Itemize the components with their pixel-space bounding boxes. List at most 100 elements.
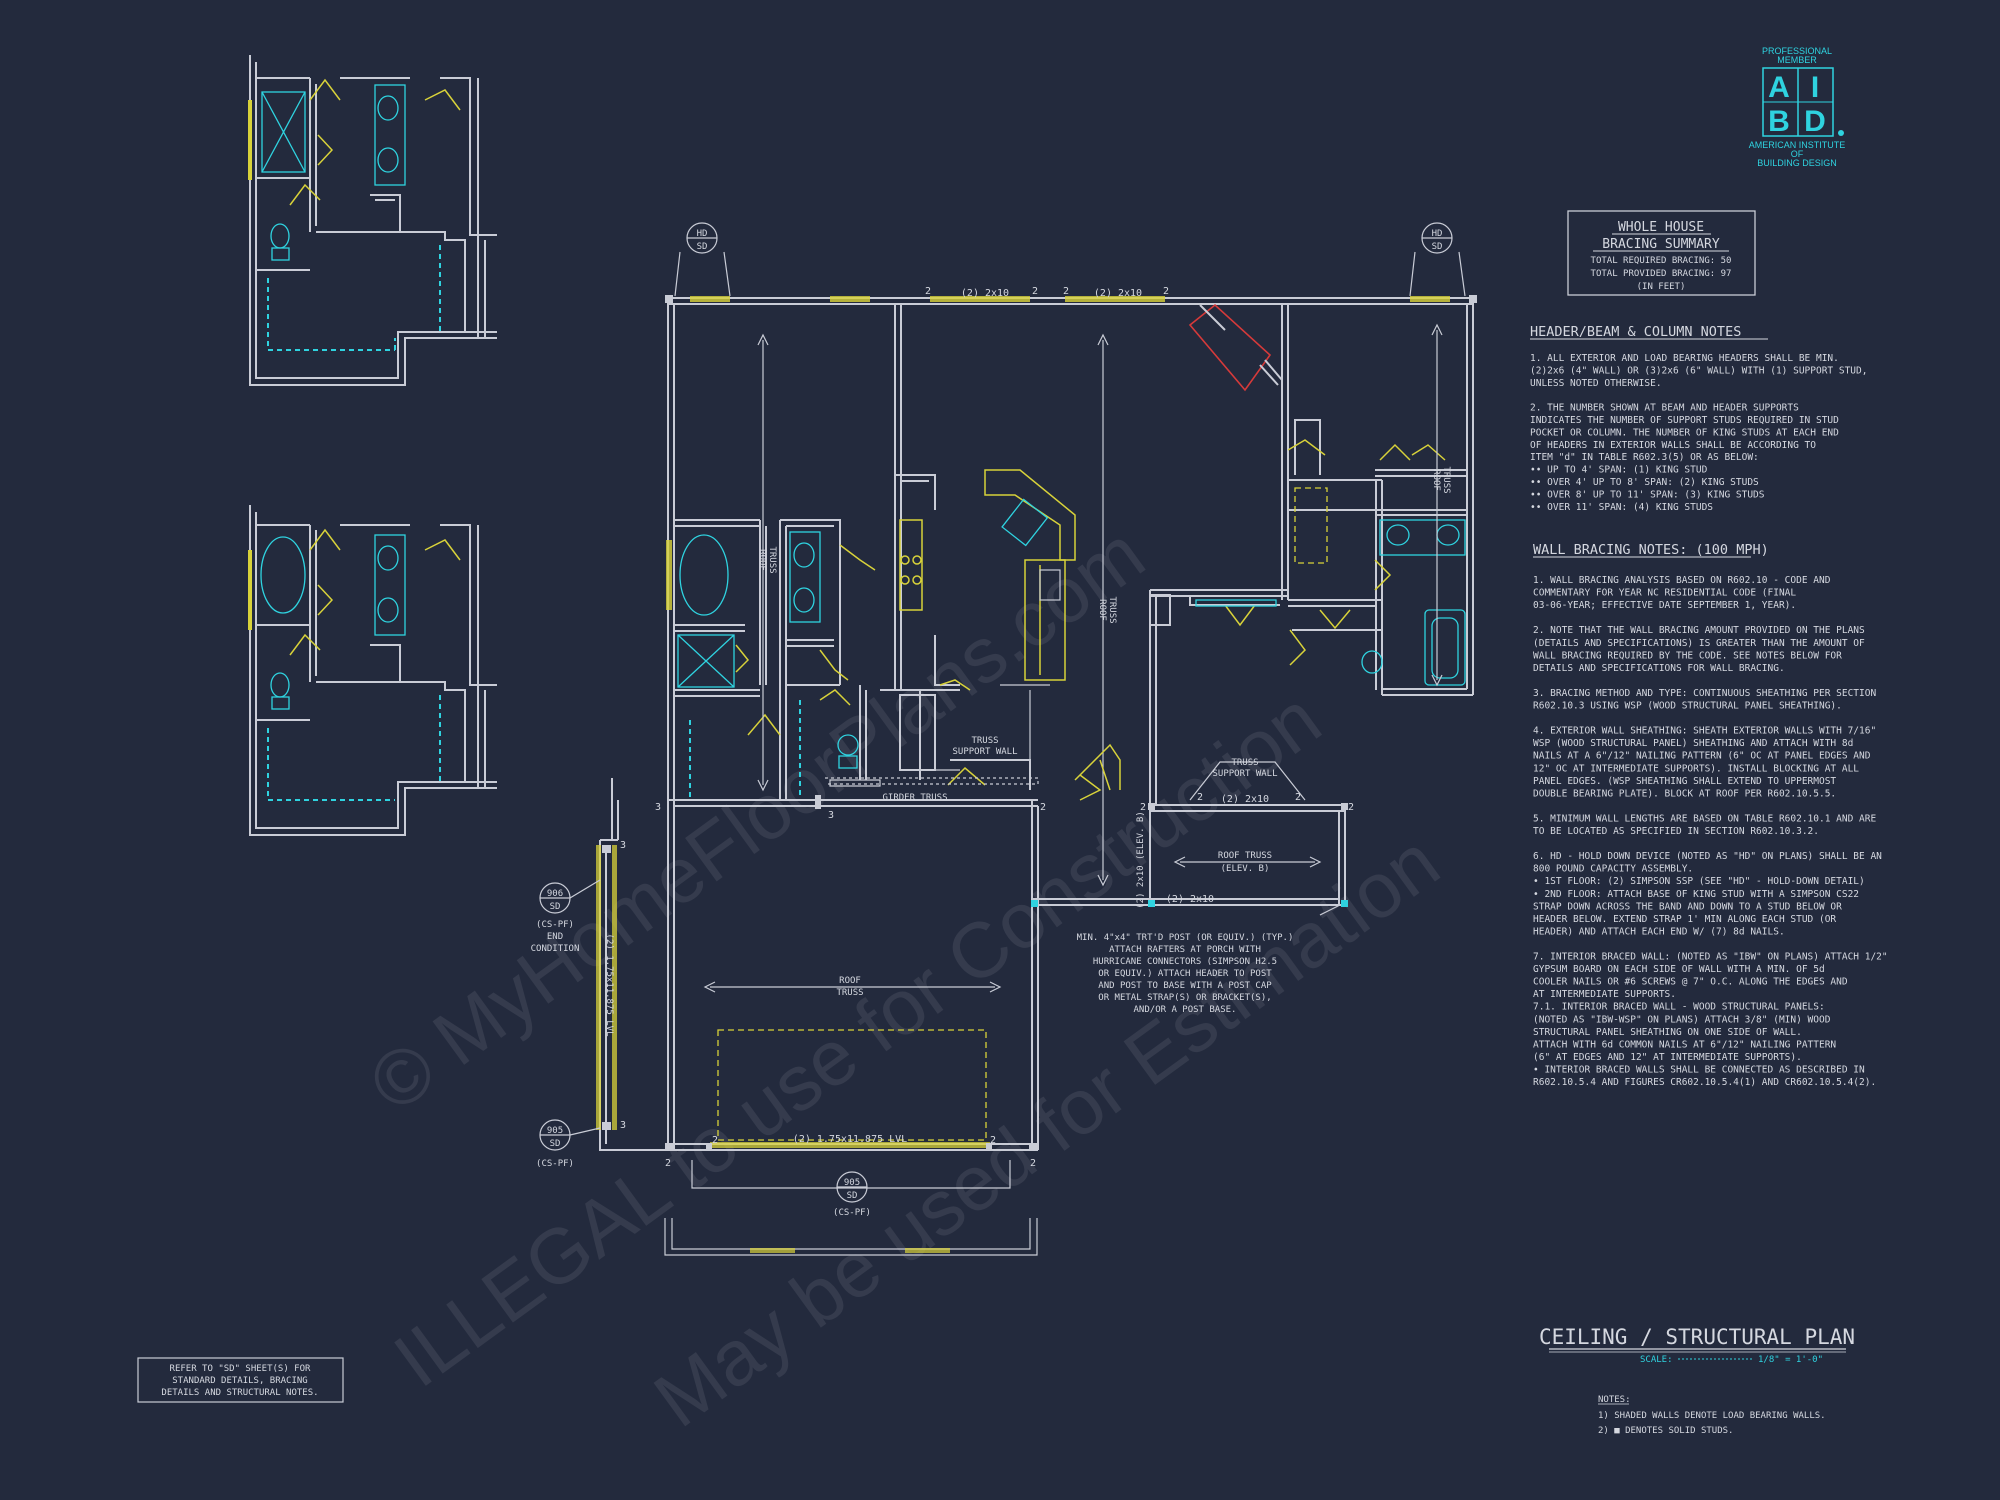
truss-support-label2: SUPPORT WALL: [952, 747, 1017, 757]
wall-note-line: (NOTED AS "IBW-WSP" ON PLANS) ATTACH 3/8…: [1533, 1014, 1831, 1025]
wall-note-line: WALL BRACING REQUIRED BY THE CODE. SEE N…: [1533, 650, 1842, 661]
wall-note-line: 2. NOTE THAT THE WALL BRACING AMOUNT PRO…: [1533, 625, 1865, 636]
left-lvl-label: (2) 1.75x11.875 LVL: [604, 934, 614, 1037]
wall-note-line: • 1ST FLOOR: (2) SIMPSON SSP (SEE "HD" -…: [1533, 876, 1865, 887]
detail-905-left: 905: [547, 1126, 563, 1136]
refer-line-1: REFER TO "SD" SHEET(S) FOR: [170, 1364, 311, 1374]
header-note-line: •• OVER 11' SPAN: (4) KING STUDS: [1530, 502, 1713, 513]
hd-label-left: HD: [697, 229, 708, 239]
wall-note-line: 800 POUND CAPACITY ASSEMBLY.: [1533, 864, 1693, 875]
roof-truss-label-v1b: TRUSS: [767, 546, 777, 573]
detail-905-left-sd: SD: [550, 1139, 561, 1149]
scale-value: 1/8" = 1'-0": [1758, 1355, 1823, 1365]
porch-note-3: HURRICANE CONNECTORS (SIMPSON H2.5: [1093, 957, 1277, 967]
wall-note-line: COOLER NAILS OR #6 SCREWS @ 7" O.C. ALON…: [1533, 977, 1848, 988]
stud-count: 2: [990, 1135, 996, 1146]
garage-roof: ROOF: [839, 976, 861, 986]
logo-letter-a: A: [1768, 71, 1790, 104]
header-beam-notes: HEADER/BEAM & COLUMN NOTES 1. ALL EXTERI…: [1530, 324, 1867, 513]
roof-truss-label-v3b: TRUSS: [1441, 466, 1451, 493]
detail-905-left-cspf: (CS-PF): [536, 1159, 574, 1169]
stud-count: 3: [828, 810, 834, 821]
bath-option-plan-a: [248, 55, 497, 386]
detail-906-condition: CONDITION: [531, 944, 580, 954]
stud-count: 2: [712, 1135, 718, 1146]
sheet-notes: NOTES: 1) SHADED WALLS DENOTE LOAD BEARI…: [1598, 1395, 1826, 1436]
porch-header-vert: (2) 2x10 (ELEV. B): [1136, 811, 1146, 909]
sd-label-left: SD: [697, 242, 708, 252]
truss-support-label: TRUSS: [971, 736, 998, 746]
wall-note-line: 5. MINIMUM WALL LENGTHS ARE BASED ON TAB…: [1533, 813, 1876, 824]
wall-note-line: AT INTERMEDIATE SUPPORTS.: [1533, 989, 1676, 1000]
detail-906-end: END: [547, 932, 563, 942]
wall-note-line: HEADER BELOW. EXTEND STRAP 1' MIN ALONG …: [1533, 914, 1836, 925]
logo-top: PROFESSIONAL: [1762, 46, 1832, 56]
logo-bottom1: AMERICAN INSTITUTE: [1749, 140, 1846, 150]
wall-note-line: 6. HD - HOLD DOWN DEVICE (NOTED AS "HD" …: [1533, 851, 1882, 862]
wall-note-line: DOUBLE BEARING PLATE). BLOCK AT ROOF PER…: [1533, 788, 1836, 799]
stud-count: 2: [1040, 802, 1046, 813]
wall-note-line: 1. WALL BRACING ANALYSIS BASED ON R602.1…: [1533, 575, 1831, 586]
wall-note-line: WSP (WOOD STRUCTURAL PANEL) SHEATHING AN…: [1533, 738, 1853, 749]
roof-truss-label-v1: ROOF: [757, 549, 767, 571]
wall-note-line: R602.10.5.4 AND FIGURES CR602.10.5.4(1) …: [1533, 1077, 1876, 1088]
wall-note-line: (6" AT EDGES AND 12" AT INTERMEDIATE SUP…: [1533, 1052, 1802, 1063]
stud-count: 2: [1063, 286, 1069, 297]
porch-note-6: OR METAL STRAP(S) OR BRACKET(S),: [1098, 993, 1271, 1003]
stud-count: 2: [665, 1158, 671, 1169]
girder-truss-label: GIRDER TRUSS: [882, 793, 947, 803]
porch-note-1: MIN. 4"x4" TRT'D POST (OR EQUIV.) (TYP.): [1077, 933, 1294, 943]
header-notes-title: HEADER/BEAM & COLUMN NOTES: [1530, 324, 1741, 340]
header-note-line: POCKET OR COLUMN. THE NUMBER OF KING STU…: [1530, 427, 1839, 438]
detail-sd-bottom: SD: [847, 1191, 858, 1201]
logo-letter-b: B: [1768, 105, 1790, 138]
wall-note-line: 4. EXTERIOR WALL SHEATHING: SHEATH EXTER…: [1533, 726, 1876, 737]
wall-note-line: TO BE LOCATED AS SPECIFIED IN SECTION R6…: [1533, 826, 1819, 837]
roof-truss-label-v2: ROOF: [1097, 599, 1107, 621]
porch-note-7: AND/OR A POST BASE.: [1134, 1005, 1237, 1015]
wall-note-line: 03-06-YEAR; EFFECTIVE DATE SEPTEMBER 1, …: [1533, 600, 1796, 611]
bracing-summary: WHOLE HOUSE BRACING SUMMARY TOTAL REQUIR…: [1567, 210, 1756, 296]
wall-note-line: HEADER) AND ATTACH EACH END W/ (7) 8d NA…: [1533, 926, 1785, 937]
stud-count: 2: [1030, 1158, 1036, 1169]
main-plan: HD SD HD SD (2) 2x10 (2) 2x10 2 2 2 2: [531, 222, 1477, 1256]
aibd-logo: PROFESSIONAL MEMBER A I B D AMERICAN INS…: [1749, 46, 1846, 168]
header-note-line: ITEM "d" IN TABLE R602.3(5) OR AS BELOW:: [1530, 452, 1759, 463]
wall-note-line: (DETAILS AND SPECIFICATIONS) IS GREATER …: [1533, 638, 1865, 649]
header-note-line: UNLESS NOTED OTHERWISE.: [1530, 378, 1662, 389]
porch-header-label: (2) 2x10: [1221, 794, 1269, 805]
wall-note-line: R602.10.3 USING WSP (WOOD STRUCTURAL PAN…: [1533, 701, 1842, 712]
logo-letter-i: I: [1811, 71, 1819, 104]
header-label-2: (2) 2x10: [1094, 288, 1142, 299]
wall-notes-title: WALL BRACING NOTES: (100 MPH): [1533, 542, 1769, 558]
wall-note-line: ATTACH WITH 6d COMMON NAILS AT 6"/12" NA…: [1533, 1039, 1836, 1050]
refer-sd-box: REFER TO "SD" SHEET(S) FOR STANDARD DETA…: [137, 1357, 344, 1403]
stud-count: 3: [620, 1120, 626, 1131]
sd-label-right: SD: [1432, 242, 1443, 252]
logo-bottom2: OF: [1791, 149, 1804, 159]
hd-label-right: HD: [1432, 229, 1443, 239]
roof-truss-label-v3: ROOF: [1431, 469, 1441, 491]
refer-line-2: STANDARD DETAILS, BRACING: [172, 1376, 307, 1386]
stud-count: 2: [1197, 792, 1203, 803]
garage-lvl-label: (2) 1.75x11.875 LVL: [793, 1134, 907, 1145]
truss-support-label-porch2: SUPPORT WALL: [1212, 769, 1277, 779]
watermark: © MyHomeFloorPlans.com ILLEGAL to use fo…: [353, 509, 1454, 1444]
header-note-line: •• UP TO 4' SPAN: (1) KING STUD: [1530, 465, 1708, 476]
porch-elev-b: (ELEV. B): [1221, 864, 1270, 874]
header-note-line: •• OVER 4' UP TO 8' SPAN: (2) KING STUDS: [1530, 477, 1759, 488]
truss-support-label-porch: TRUSS: [1231, 758, 1258, 768]
refer-line-3: DETAILS AND STRUCTURAL NOTES.: [161, 1388, 318, 1398]
header-label-1: (2) 2x10: [961, 288, 1009, 299]
summary-required: TOTAL REQUIRED BRACING: 50: [1591, 256, 1732, 266]
header-note-line: 1. ALL EXTERIOR AND LOAD BEARING HEADERS…: [1530, 353, 1839, 364]
wall-note-line: STRUCTURAL PANEL SHEATHING ON ONE SIDE O…: [1533, 1027, 1802, 1038]
wall-note-line: STRAP DOWN ACROSS THE BAND AND DOWN TO A…: [1533, 901, 1842, 912]
stud-count: 2: [1348, 802, 1354, 813]
plan-title-block: CEILING / STRUCTURAL PLAN SCALE: 1/8" = …: [1539, 1325, 1855, 1365]
logo-bottom3: BUILDING DESIGN: [1757, 158, 1837, 168]
header-note-line: •• OVER 8' UP TO 11' SPAN: (3) KING STUD…: [1530, 489, 1765, 500]
detail-906: 906: [547, 889, 563, 899]
detail-cspf-bottom: (CS-PF): [833, 1208, 871, 1218]
